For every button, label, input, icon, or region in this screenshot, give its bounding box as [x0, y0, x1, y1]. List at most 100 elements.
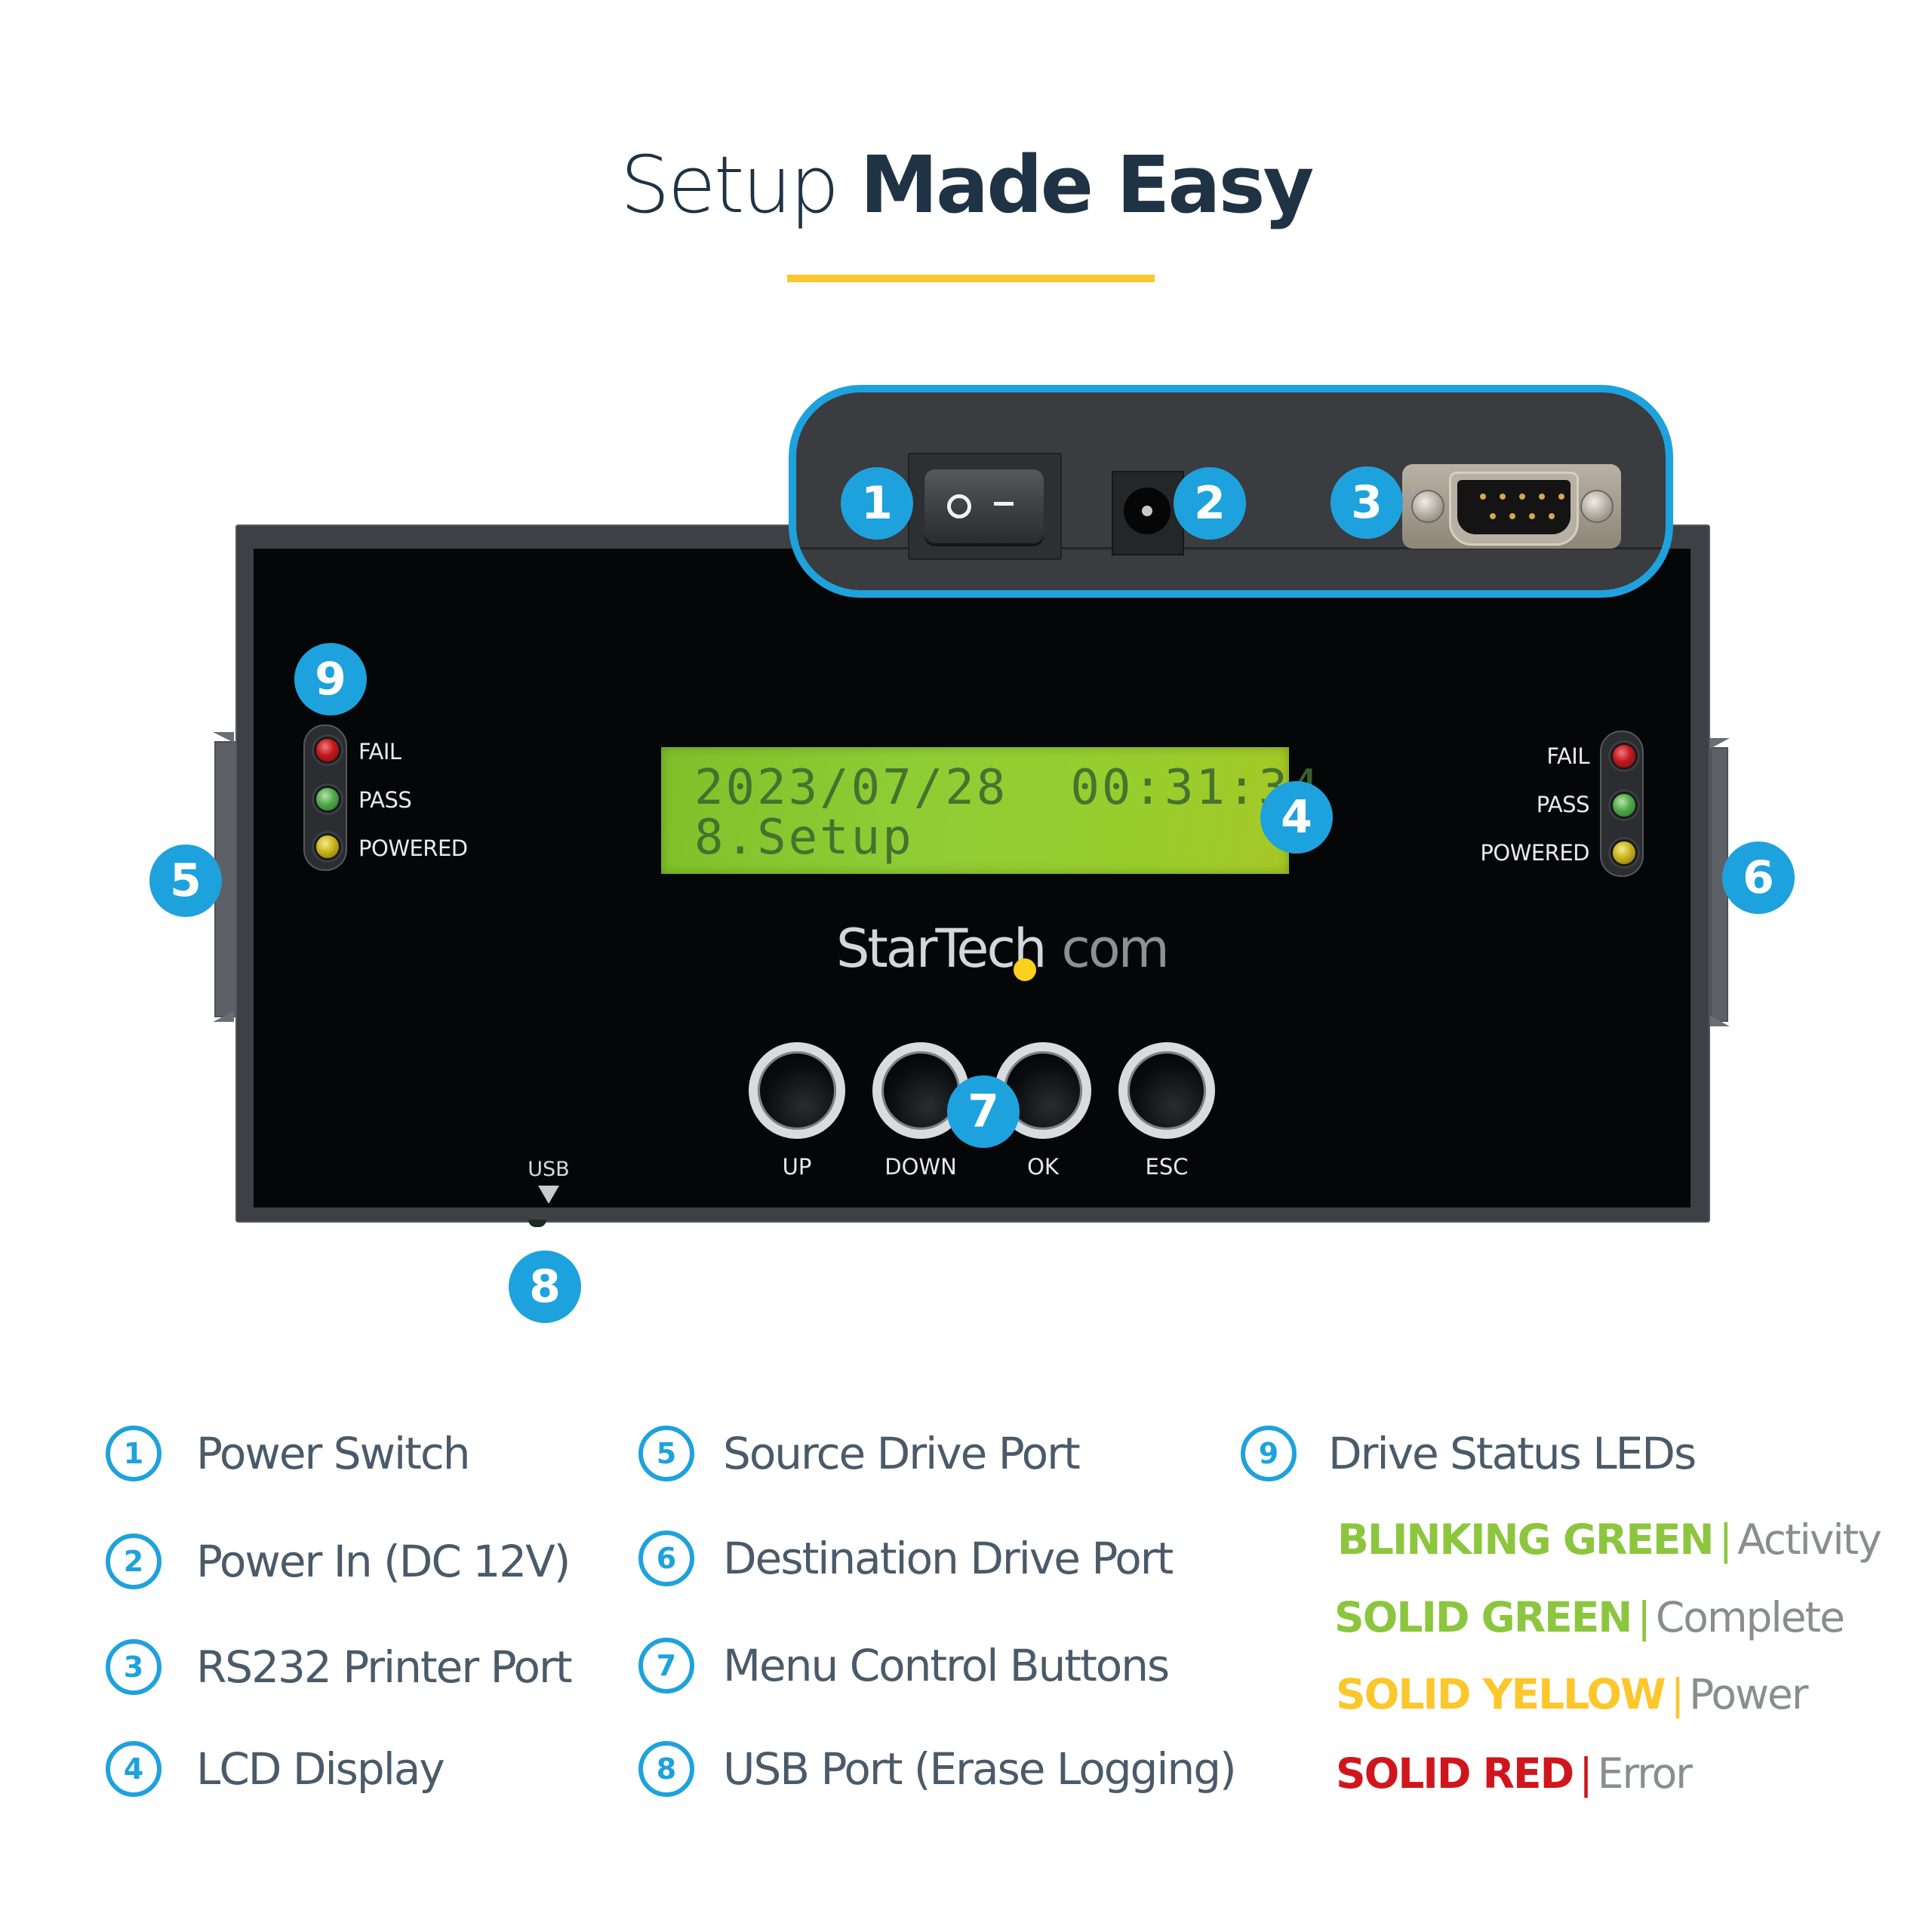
source-port-tab-bottom [213, 1011, 234, 1022]
lcd-display: 2023/07/28 00:31:34 8.Setup [661, 747, 1319, 874]
status-solid-red: SOLID RED|Error [1336, 1753, 1693, 1795]
legend-label: Source Drive Port [723, 1428, 1081, 1479]
db9-screw-right [1580, 490, 1614, 523]
status-blinking-green: BLINKING GREEN|Activity [1337, 1519, 1882, 1561]
usb-label: USB [528, 1158, 570, 1181]
status-separator: | [1579, 1749, 1592, 1798]
led-label-pass-right: PASS [1536, 792, 1590, 817]
panel-edge [796, 547, 1666, 549]
led-label-powered-right: POWERED [1480, 840, 1589, 866]
status-solid-green: SOLID GREEN|Complete [1334, 1597, 1845, 1638]
db9-pin [1490, 513, 1496, 519]
esc-button[interactable] [1118, 1042, 1215, 1139]
esc-label: ESC [1145, 1154, 1189, 1180]
status-name: SOLID RED [1336, 1749, 1574, 1798]
legend-label: RS232 Printer Port [196, 1641, 573, 1693]
legend-item-menu-buttons: 7 Menu Control Buttons [638, 1638, 1170, 1694]
usb-arrow-icon [538, 1186, 559, 1204]
status-solid-yellow: SOLID YELLOW|Power [1336, 1674, 1808, 1715]
destination-port-tab-top [1710, 738, 1730, 749]
status-meaning: Error [1597, 1749, 1693, 1798]
status-separator: | [1670, 1670, 1684, 1718]
dc-power-jack[interactable] [1112, 471, 1184, 555]
led-pass-right [1611, 792, 1638, 819]
lcd-line-1: 2023/07/28 00:31:34 [694, 760, 1321, 816]
legend-number-9: 9 [1241, 1426, 1297, 1481]
callout-2: 2 [1174, 467, 1246, 540]
db9-pin [1480, 494, 1486, 500]
legend-item-destination-port: 6 Destination Drive Port [638, 1531, 1174, 1586]
legend-number-2: 2 [106, 1534, 162, 1589]
ok-label: OK [1027, 1154, 1059, 1180]
callout-1: 1 [841, 467, 913, 540]
led-label-fail-right: FAIL [1546, 743, 1589, 769]
db9-pin [1500, 494, 1506, 500]
rocker[interactable] [924, 469, 1044, 543]
legend-label: Power In (DC 12V) [196, 1536, 571, 1587]
db9-pin [1519, 494, 1525, 500]
down-label: DOWN [884, 1154, 957, 1180]
led-powered-right [1611, 839, 1638, 866]
legend-label: USB Port (Erase Logging) [723, 1743, 1237, 1795]
callout-6: 6 [1722, 841, 1795, 914]
rear-panel-callout [789, 385, 1673, 598]
legend-number-3: 3 [106, 1639, 162, 1695]
callout-9: 9 [294, 643, 367, 715]
legend-number-6: 6 [638, 1531, 694, 1586]
legend-label: LCD Display [196, 1743, 445, 1795]
led-label-powered-left: POWERED [358, 835, 468, 861]
legend-number-1: 1 [106, 1426, 162, 1481]
legend-item-status-leds: 9 Drive Status LEDs [1241, 1426, 1697, 1481]
title-bold: Made Easy [860, 139, 1315, 231]
lcd-line-2: 8.Setup [694, 810, 914, 866]
status-name: BLINKING GREEN [1337, 1515, 1715, 1564]
rocker-on-icon [994, 502, 1014, 506]
legend-item-usb-port: 8 USB Port (Erase Logging) [638, 1741, 1237, 1797]
status-meaning: Activity [1737, 1515, 1882, 1564]
logo-brand: StarTech [836, 918, 1047, 980]
destination-port-tab-bottom [1710, 1016, 1730, 1026]
legend-label: Destination Drive Port [723, 1533, 1174, 1584]
legend-label: Power Switch [196, 1428, 471, 1479]
legend-item-power-switch: 1 Power Switch [106, 1426, 471, 1481]
legend-number-7: 7 [638, 1638, 694, 1694]
db9-pin [1549, 513, 1555, 519]
callout-5: 5 [149, 844, 222, 917]
db9-pin [1509, 513, 1515, 519]
db9-pin [1558, 494, 1564, 500]
led-label-fail-left: FAIL [358, 739, 401, 764]
title-light: Setup [620, 139, 840, 231]
status-name: SOLID GREEN [1334, 1593, 1632, 1641]
callout-3: 3 [1331, 466, 1403, 539]
db9-shell [1449, 472, 1579, 546]
status-meaning: Power [1689, 1670, 1808, 1718]
legend-label: Menu Control Buttons [723, 1640, 1170, 1691]
status-separator: | [1718, 1515, 1733, 1564]
callout-7: 7 [947, 1075, 1020, 1148]
rs232-port[interactable] [1402, 464, 1621, 549]
callout-4: 4 [1260, 781, 1333, 854]
up-label: UP [782, 1154, 812, 1180]
led-pass-left [314, 786, 341, 813]
db9-screw-left [1411, 490, 1444, 523]
legend-item-lcd: 4 LCD Display [106, 1741, 445, 1797]
legend-number-5: 5 [638, 1426, 694, 1481]
legend-item-rs232: 3 RS232 Printer Port [106, 1639, 573, 1695]
up-button[interactable] [749, 1042, 845, 1139]
logo-dot [1014, 958, 1036, 981]
logo-domain: com [1061, 918, 1170, 980]
db9-pin [1529, 513, 1535, 519]
usb-port[interactable] [528, 1220, 546, 1227]
callout-8: 8 [509, 1251, 581, 1323]
power-switch[interactable] [908, 453, 1062, 560]
status-separator: | [1637, 1593, 1651, 1641]
legend-item-power-in: 2 Power In (DC 12V) [106, 1534, 571, 1589]
led-powered-left [314, 833, 341, 860]
rocker-off-icon [947, 494, 971, 518]
status-name: SOLID YELLOW [1336, 1670, 1666, 1718]
led-fail-left [314, 737, 341, 764]
status-meaning: Complete [1655, 1593, 1845, 1641]
legend-item-source-port: 5 Source Drive Port [638, 1426, 1081, 1481]
db9-pin [1539, 494, 1545, 500]
